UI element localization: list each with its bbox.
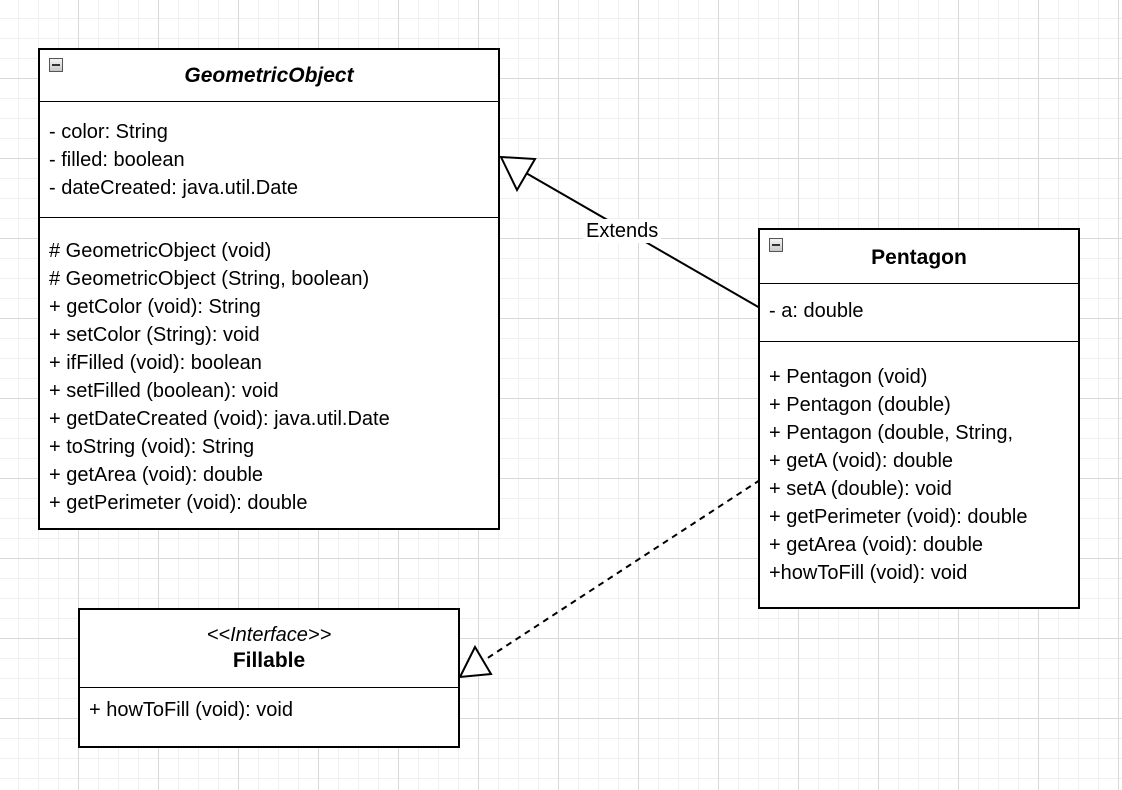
interface-fillable[interactable]: <<Interface>> Fillable + howToFill (void… [78,608,460,748]
method-item: + ifFilled (void): boolean [49,352,262,374]
implements-arrowhead [458,644,493,679]
method-item: + getArea (void): double [769,534,984,556]
extends-arrowhead [499,155,537,193]
class-pentagon[interactable]: Pentagon - a: double + Pentagon (void) +… [758,228,1080,609]
method-item: + howToFill (void): void [89,699,293,721]
methods-section: + howToFill (void): void [80,688,458,724]
method-item: + getPerimeter (void): double [769,506,1028,528]
class-header: Pentagon [760,230,1078,284]
interface-stereotype: <<Interface>> [206,624,332,646]
attribute-item: - dateCreated: java.util.Date [49,177,299,199]
collapse-icon[interactable] [49,58,63,72]
class-name: GeometricObject [184,64,354,87]
class-name: Pentagon [871,246,967,269]
method-item: + toString (void): String [49,436,255,458]
methods-section: + Pentagon (void) + Pentagon (double) + … [760,342,1078,587]
method-item: + getArea (void): double [49,464,264,486]
class-geometric-object[interactable]: GeometricObject - color: String - filled… [38,48,500,530]
methods-section: # GeometricObject (void) # GeometricObje… [40,218,498,517]
method-item: +howToFill (void): void [769,562,968,584]
interface-name: Fillable [232,649,306,672]
method-item: + setColor (String): void [49,324,260,346]
method-item: # GeometricObject (void) [49,240,272,262]
method-item: # GeometricObject (String, boolean) [49,268,370,290]
extends-label: Extends [583,219,662,243]
collapse-icon[interactable] [769,238,783,252]
attributes-section: - color: String - filled: boolean - date… [40,102,498,218]
method-item: + getA (void): double [769,450,954,472]
interface-header: <<Interface>> Fillable [80,610,458,688]
class-header: GeometricObject [40,50,498,102]
attribute-item: - a: double [769,300,864,322]
method-item: + Pentagon (double) [769,394,951,416]
attributes-section: - a: double [760,284,1078,342]
method-item: + Pentagon (void) [769,366,928,388]
method-item: + getColor (void): String [49,296,261,318]
method-item: + setFilled (boolean): void [49,380,279,402]
method-item: + setA (double): void [769,478,952,500]
attribute-item: - filled: boolean [49,149,185,171]
method-item: + getDateCreated (void): java.util.Date [49,408,390,430]
method-item: + getPerimeter (void): double [49,492,308,514]
method-item: + Pentagon (double, String, [769,422,1014,444]
implements-connector-line[interactable] [482,479,761,662]
attribute-item: - color: String [49,121,168,143]
